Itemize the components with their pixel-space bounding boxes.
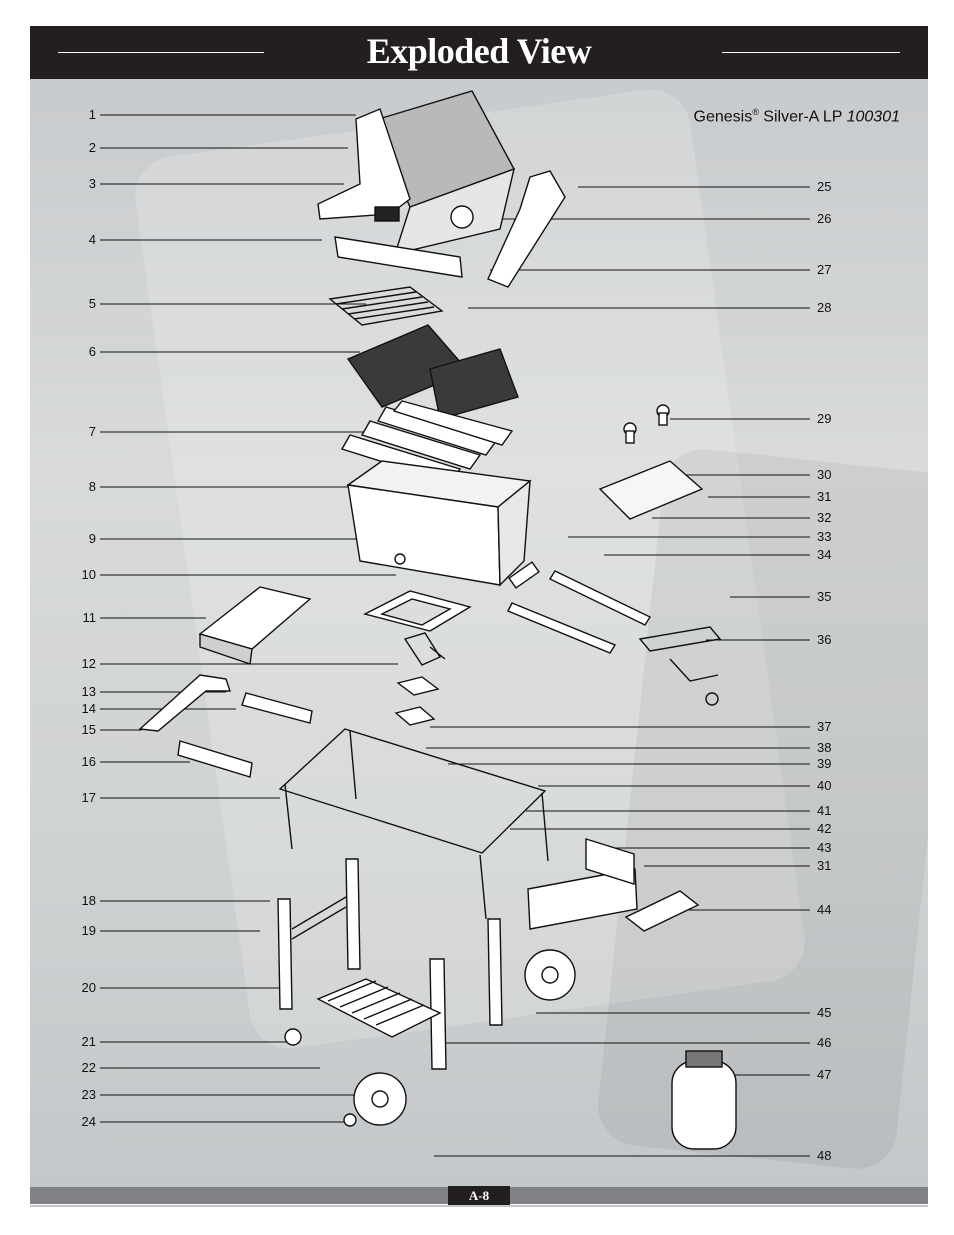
diagram-panel: Genesis® Silver-A LP 100301 xyxy=(30,79,928,1187)
callout-35: 35 xyxy=(817,589,832,604)
footer-rule xyxy=(30,1205,928,1207)
callout-28: 28 xyxy=(817,300,832,315)
cooking-grates xyxy=(346,324,519,420)
control-panel xyxy=(598,404,704,520)
callout-2: 2 xyxy=(88,140,96,155)
header-bar: Exploded View xyxy=(30,26,928,79)
callout-19: 19 xyxy=(81,923,96,938)
callout-34: 34 xyxy=(817,547,832,562)
callout-4: 4 xyxy=(88,232,96,247)
callout-40: 40 xyxy=(817,778,832,793)
model-label: Genesis® Silver-A LP 100301 xyxy=(694,107,900,126)
callout-26: 26 xyxy=(817,211,832,226)
callout-9: 9 xyxy=(88,531,96,546)
callout-12: 12 xyxy=(81,656,96,671)
callout-36: 36 xyxy=(817,632,832,647)
grill-lid xyxy=(317,90,566,288)
callout-14: 14 xyxy=(81,701,96,716)
bracket xyxy=(403,632,446,666)
callout-10: 10 xyxy=(81,567,96,582)
lp-tank xyxy=(671,1050,737,1150)
callout-6: 6 xyxy=(88,344,96,359)
callout-16: 16 xyxy=(81,754,96,769)
callout-48: 48 xyxy=(817,1148,832,1163)
catch-pan-tray xyxy=(363,590,472,632)
callout-33: 33 xyxy=(817,529,832,544)
callout-21: 21 xyxy=(81,1034,96,1049)
header-rule-right xyxy=(722,52,900,53)
upper-cart-frame xyxy=(278,728,549,920)
callout-22: 22 xyxy=(81,1060,96,1075)
callout-39: 39 xyxy=(817,756,832,771)
callout-15: 15 xyxy=(81,722,96,737)
callout-31: 31 xyxy=(817,489,832,504)
callout-29: 29 xyxy=(817,411,832,426)
burner-tubes xyxy=(507,561,652,654)
callout-11: 11 xyxy=(82,610,97,625)
callout-13: 13 xyxy=(81,684,96,699)
callout-27: 27 xyxy=(817,262,832,277)
model-name: Silver-A LP xyxy=(758,108,847,126)
callout-23: 23 xyxy=(81,1087,96,1102)
callout-41: 41 xyxy=(817,803,832,818)
callout-45: 45 xyxy=(817,1005,832,1020)
front-handle-arms xyxy=(138,674,313,778)
cookbox xyxy=(346,460,532,587)
callout-1: 1 xyxy=(88,107,96,122)
callout-47: 47 xyxy=(817,1067,832,1082)
side-table xyxy=(198,586,312,665)
callout-7: 7 xyxy=(88,424,96,439)
callout-24: 24 xyxy=(81,1114,96,1129)
warming-rack xyxy=(328,286,444,326)
regulator-valve-assembly xyxy=(638,626,722,706)
registered-mark: ® xyxy=(752,107,759,117)
callout-38: 38 xyxy=(817,740,832,755)
model-brand: Genesis xyxy=(693,108,753,126)
callout-8: 8 xyxy=(88,479,96,494)
callout-37: 37 xyxy=(817,719,832,734)
callout-5: 5 xyxy=(88,296,96,311)
callout-30: 30 xyxy=(817,467,832,482)
tank-scale-shield xyxy=(527,838,700,932)
header-rule-left xyxy=(58,52,264,53)
callout-20: 20 xyxy=(81,980,96,995)
model-number: 100301 xyxy=(846,108,900,126)
wheels xyxy=(284,949,576,1127)
flavorizer-bars xyxy=(340,400,514,484)
callout-32: 32 xyxy=(817,510,832,525)
page-number: A-8 xyxy=(448,1186,510,1205)
callout-42: 42 xyxy=(817,821,832,836)
callout-18: 18 xyxy=(81,893,96,908)
callout-31b: 31 xyxy=(817,858,832,873)
drip-trays xyxy=(394,676,440,726)
cart-legs-bottom-shelf xyxy=(277,858,503,1070)
callout-44: 44 xyxy=(817,902,832,917)
callout-25: 25 xyxy=(817,179,832,194)
callout-43: 43 xyxy=(817,840,832,855)
footer-bar: A-8 xyxy=(30,1186,928,1205)
callout-3: 3 xyxy=(88,176,96,191)
page-title: Exploded View xyxy=(366,31,592,71)
callout-17: 17 xyxy=(81,790,96,805)
exploded-view-diagram xyxy=(100,90,810,1157)
callout-46: 46 xyxy=(817,1035,832,1050)
